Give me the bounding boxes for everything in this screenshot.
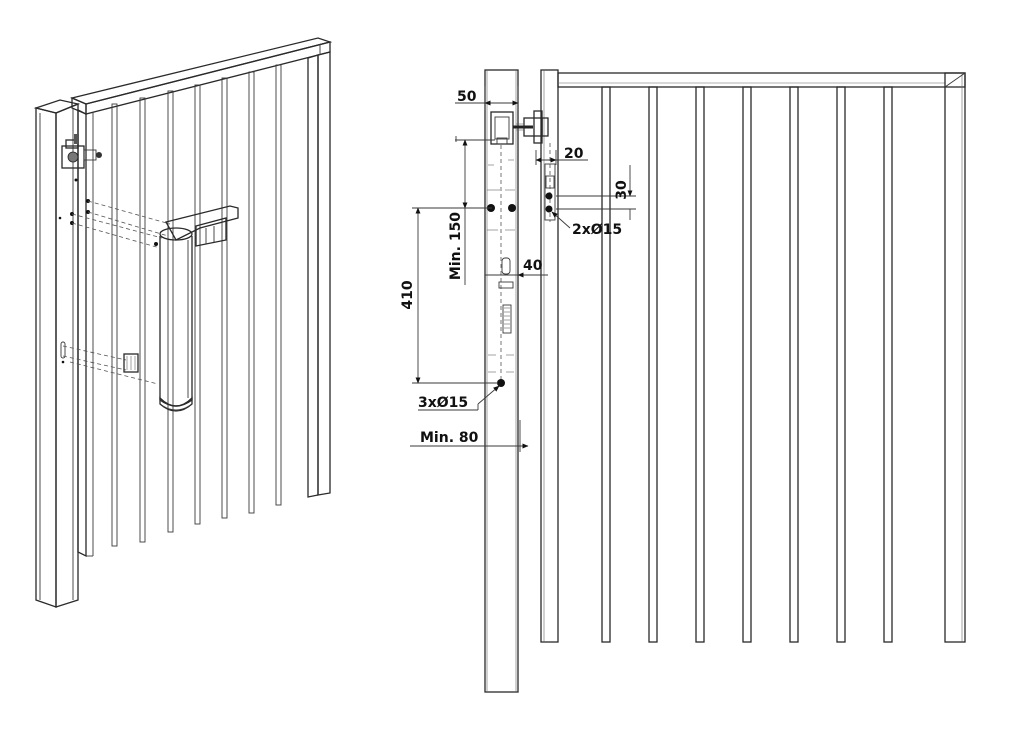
elevation-post [484, 69, 519, 693]
elevation-hinge [490, 110, 549, 145]
dim-410-label: 410 [400, 280, 416, 309]
dim-20-label: 20 [564, 146, 584, 162]
dim-height-410: 410 [400, 207, 498, 384]
dim-50-label: 50 [457, 89, 477, 105]
dim-2x15-label: 2xØ15 [572, 222, 622, 238]
dim-3x15-label: 3xØ15 [418, 395, 468, 411]
dim-30-label: 30 [614, 180, 630, 200]
top-hinge [61, 134, 102, 182]
template-markings [487, 159, 515, 373]
dim-gate-holes: 2xØ15 [551, 211, 622, 238]
elevation-bars [601, 86, 893, 643]
gate-frame [69, 37, 333, 558]
dim-post-holes: 3xØ15 [418, 385, 500, 411]
gate-post [33, 99, 81, 608]
dim-min-150: Min. 150 [448, 136, 495, 285]
dim-min150-label: Min. 150 [448, 212, 464, 280]
elevation-gate-frame [540, 69, 966, 643]
front-elevation-view: 50 20 30 2xØ15 Min. 1 [400, 69, 966, 693]
dim-post-width: 50 [455, 86, 519, 110]
gate-closer [123, 205, 239, 412]
gate-bars [111, 64, 282, 547]
dim-min80-label: Min. 80 [420, 430, 479, 446]
dim-offset-40: 40 [485, 258, 548, 278]
isometric-gate-view [33, 37, 333, 608]
drill-holes [487, 192, 553, 387]
dim-offset-20: 20 [535, 146, 588, 165]
dim-40-label: 40 [523, 258, 543, 274]
dim-offset-30: 30 [556, 165, 636, 220]
dim-min-80: Min. 80 [410, 420, 529, 452]
exploded-guide-lines [62, 200, 171, 385]
